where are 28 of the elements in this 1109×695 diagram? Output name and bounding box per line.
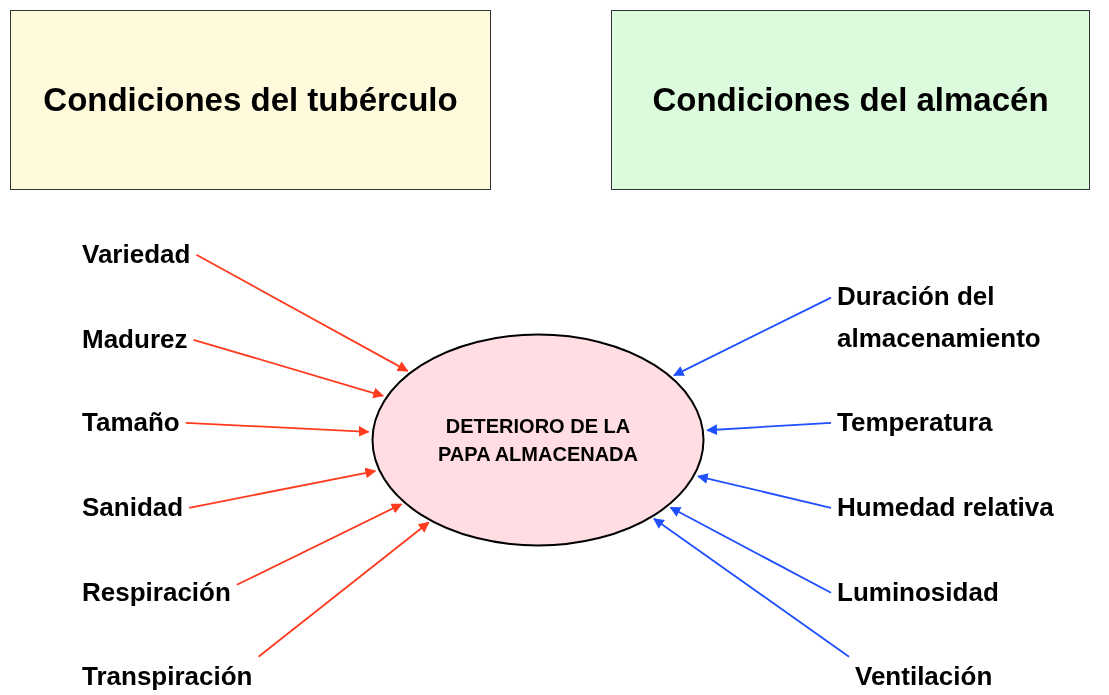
factor-label: Luminosidad <box>837 576 999 609</box>
arrow <box>673 296 832 377</box>
factor-label: Tamaño <box>82 406 180 439</box>
arrow <box>653 517 850 658</box>
factor-label: Sanidad <box>82 491 184 524</box>
arrow <box>184 421 370 437</box>
factor-label: Duración del almacenamiento <box>837 280 1042 355</box>
factor-label: Respiración <box>82 576 231 609</box>
category-title: Condiciones del tubérculo <box>43 79 458 120</box>
arrow <box>195 253 409 372</box>
factor-label: Transpiración <box>82 660 253 693</box>
factor-label: Ventilación <box>855 660 993 693</box>
factor-label: Variedad <box>82 238 191 271</box>
ellipse-node <box>371 333 705 547</box>
arrow <box>697 473 832 509</box>
category-box <box>10 10 491 190</box>
arrow <box>188 467 377 509</box>
factor-label: Humedad relativa <box>837 491 1054 524</box>
arrow <box>192 338 384 399</box>
factor-label: Madurez <box>82 323 188 356</box>
arrow <box>669 506 832 594</box>
category-box <box>611 10 1090 190</box>
factor-label: Temperatura <box>837 406 993 439</box>
arrow <box>257 521 430 658</box>
arrow <box>235 503 403 586</box>
ellipse-label: DETERIORO DE LA PAPA ALMACENADA <box>437 414 639 467</box>
category-title: Condiciones del almacén <box>652 79 1049 120</box>
arrow <box>706 421 832 436</box>
